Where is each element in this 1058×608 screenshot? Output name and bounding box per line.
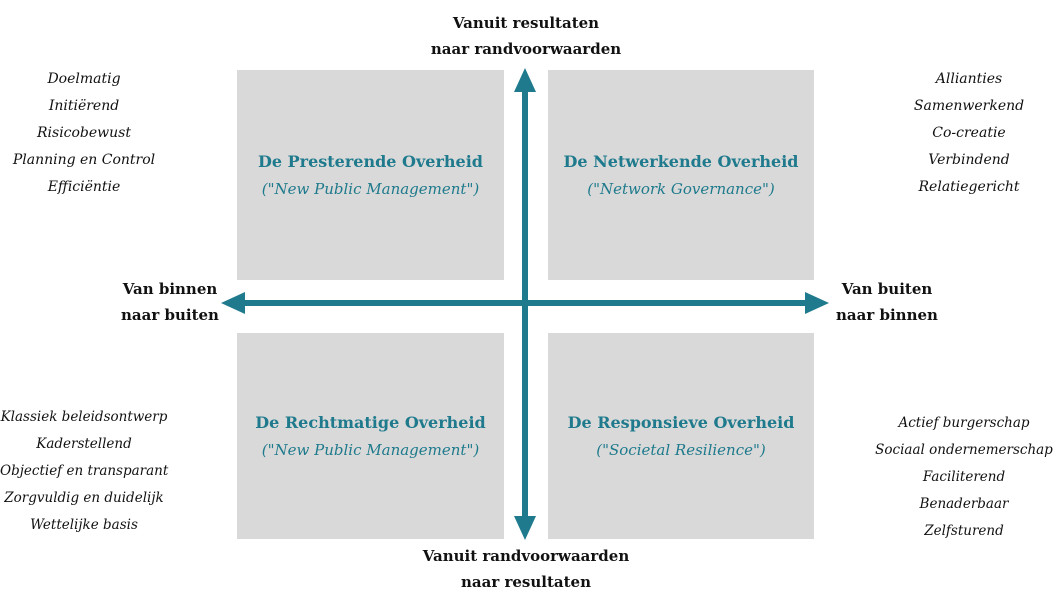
quadrant-subtitle: ("New Public Management"): [261, 180, 480, 198]
bottom-axis-line-2: naar resultaten: [461, 573, 591, 591]
list-item: Allianties: [935, 71, 1003, 87]
quadrant-bottom-right: De Responsieve Overheid ("Societal Resil…: [548, 333, 814, 539]
quadrant-title: De Netwerkende Overheid: [563, 152, 799, 171]
list-item: Doelmatig: [47, 71, 121, 87]
right-axis-line-1: Van buiten: [841, 280, 933, 298]
arrow-up-icon: [514, 68, 536, 92]
quadrant-title: De Rechtmatige Overheid: [255, 413, 486, 432]
arrow-right-icon: [805, 292, 829, 314]
list-item: Risicobewust: [36, 125, 131, 141]
quadrant-subtitle: ("Societal Resilience"): [596, 441, 766, 459]
top-axis-line-2: naar randvoorwaarden: [430, 40, 622, 58]
list-item: Faciliterend: [922, 469, 1006, 485]
list-item: Efficiëntie: [47, 179, 121, 195]
left-axis-line-2: naar buiten: [121, 306, 219, 324]
right-axis-label: Van buiten naar binnen: [822, 276, 952, 328]
list-item: Sociaal ondernemerschap: [875, 442, 1053, 458]
arrow-down-icon: [514, 516, 536, 540]
list-item: Co-creatie: [932, 125, 1006, 141]
list-item: Actief burgerschap: [898, 415, 1030, 431]
list-item: Wettelijke basis: [30, 517, 138, 533]
list-item: Objectief en transparant: [0, 463, 169, 479]
list-item: Relatiegericht: [918, 179, 1020, 195]
bottom-axis-line-1: Vanuit randvoorwaarden: [422, 547, 630, 565]
top-axis-label: Vanuit resultaten naar randvoorwaarden: [376, 10, 676, 62]
list-item: Initiërend: [48, 98, 120, 114]
list-bottom-left: Klassiek beleidsontwerp Kaderstellend Ob…: [0, 404, 168, 539]
list-item: Verbindend: [928, 152, 1010, 168]
list-bottom-right: Actief burgerschap Sociaal ondernemersch…: [872, 410, 1056, 545]
right-axis-line-2: naar binnen: [836, 306, 938, 324]
left-axis-label: Van binnen naar buiten: [110, 276, 230, 328]
quadrant-top-left: De Presterende Overheid ("New Public Man…: [237, 70, 504, 280]
quadrant-subtitle: ("Network Governance"): [587, 180, 775, 198]
quadrant-title: De Presterende Overheid: [258, 152, 483, 171]
list-item: Zorgvuldig en duidelijk: [4, 490, 164, 506]
quadrant-top-right: De Netwerkende Overheid ("Network Govern…: [548, 70, 814, 280]
list-top-left: Doelmatig Initiërend Risicobewust Planni…: [0, 66, 168, 201]
horizontal-axis-shaft: [236, 300, 814, 306]
list-item: Samenwerkend: [913, 98, 1025, 114]
left-axis-line-1: Van binnen: [122, 280, 218, 298]
list-item: Planning en Control: [12, 152, 156, 168]
list-top-right: Allianties Samenwerkend Co-creatie Verbi…: [880, 66, 1058, 201]
top-axis-line-1: Vanuit resultaten: [452, 14, 600, 32]
bottom-axis-label: Vanuit randvoorwaarden naar resultaten: [376, 543, 676, 595]
quadrant-title: De Responsieve Overheid: [567, 413, 795, 432]
quadrant-subtitle: ("New Public Management"): [261, 441, 480, 459]
quadrant-bottom-left: De Rechtmatige Overheid ("New Public Man…: [237, 333, 504, 539]
list-item: Kaderstellend: [36, 436, 132, 452]
list-item: Benaderbaar: [919, 496, 1009, 512]
list-item: Zelfsturend: [924, 523, 1004, 539]
arrow-left-icon: [221, 292, 245, 314]
list-item: Klassiek beleidsontwerp: [0, 409, 168, 425]
